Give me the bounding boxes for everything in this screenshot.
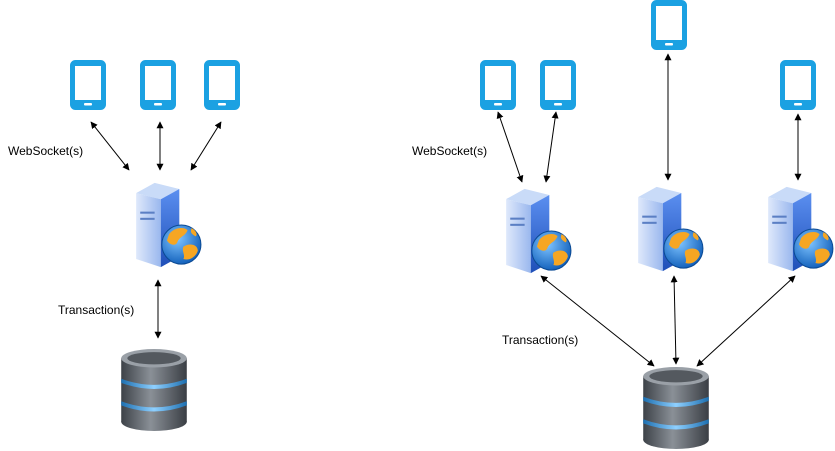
web-server-icon [135,182,202,268]
websocket-arrow [90,121,130,171]
smartphone-icon [140,60,176,110]
right-architecture [480,0,834,449]
left-architecture [70,60,240,431]
transaction-label: Transaction(s) [502,333,579,347]
smartphone-icon [480,60,516,110]
smartphone-icon [204,60,240,110]
transaction-label: Transaction(s) [58,303,135,317]
transaction-arrow [540,275,655,367]
transaction-arrow [696,275,796,367]
websocket-arrow [190,121,222,171]
database-icon [643,367,709,449]
websocket-label: WebSocket(s) [8,144,84,158]
smartphone-icon [70,60,106,110]
database-icon [121,349,187,431]
web-server-icon [505,188,572,274]
websocket-arrow [496,111,524,183]
web-server-icon [637,186,704,272]
smartphone-icon [651,0,687,50]
smartphone-icon [540,60,576,110]
web-server-icon [767,186,834,272]
transaction-arrow [670,275,680,365]
websocket-label: WebSocket(s) [412,144,488,158]
websocket-arrow [543,111,559,183]
smartphone-icon [780,60,816,110]
